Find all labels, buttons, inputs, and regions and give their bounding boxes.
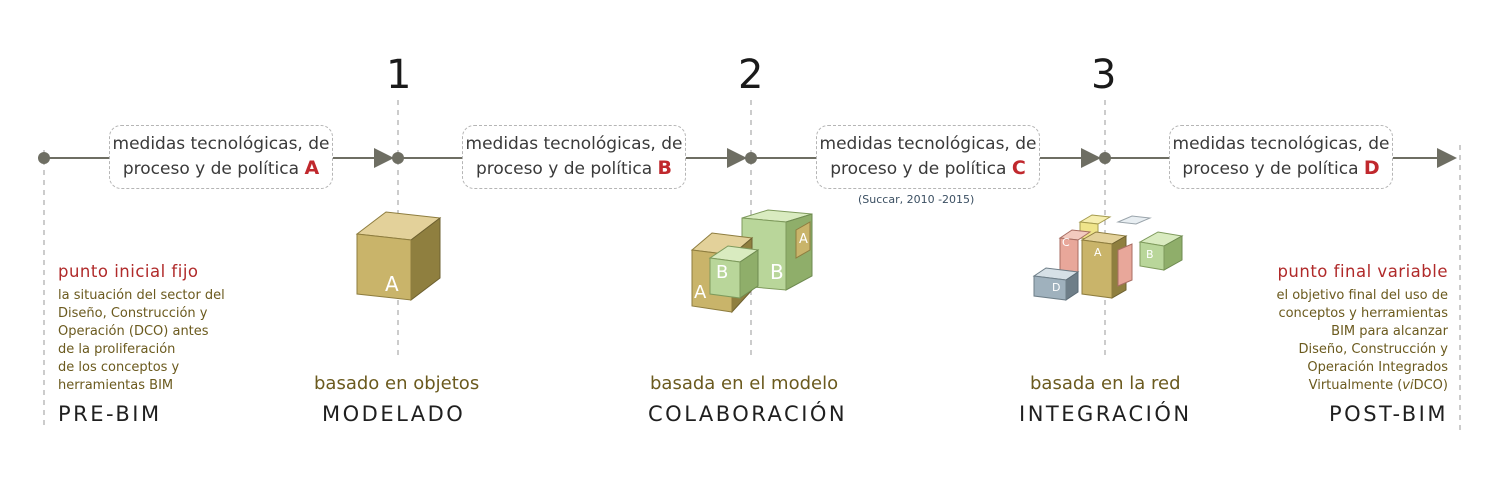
stage-number-1: 1 — [386, 52, 412, 98]
post-bim-line: Diseño, Construcción y — [1298, 342, 1449, 357]
measures-line1: medidas tecnológicas, de — [1172, 134, 1390, 154]
measures-line2: proceso y de política D — [1182, 157, 1380, 179]
stage-3-title: INTEGRACIÓN — [1019, 402, 1192, 426]
stage-number-2: 2 — [738, 52, 764, 98]
measures-box-d: medidas tecnológicas, de proceso y de po… — [1169, 125, 1393, 189]
cube-label: D — [1052, 281, 1061, 294]
stage-1-title: MODELADO — [322, 402, 466, 426]
measures-line2: proceso y de política B — [475, 157, 673, 179]
measures-letter: C — [1011, 157, 1026, 179]
cube-label: C — [1062, 236, 1070, 249]
post-bim-title: POST-BIM — [1329, 402, 1448, 426]
measures-box-b: medidas tecnológicas, de proceso y de po… — [462, 125, 686, 189]
cube-label: B — [770, 260, 784, 284]
timeline-node-1 — [392, 152, 404, 164]
post-bim-line: Virtualmente (viDCO) — [1308, 378, 1448, 393]
stage-1-subtitle: basado en objetos — [314, 373, 480, 394]
measures-line1: medidas tecnológicas, de — [819, 134, 1037, 154]
measures-line2: proceso y de política C — [830, 157, 1026, 179]
pre-bim-line: Diseño, Construcción y — [58, 306, 208, 321]
timeline-node-3 — [1099, 152, 1111, 164]
post-bim-line: el objetivo final del uso de — [1276, 288, 1448, 303]
measures-line1: medidas tecnológicas, de — [465, 134, 683, 154]
citation: (Succar, 2010 -2015) — [858, 193, 975, 206]
cube-label: A — [694, 282, 707, 303]
stage-3-subtitle: basada en la red — [1030, 373, 1181, 394]
timeline-node-start — [38, 152, 50, 164]
cube-label: A — [799, 232, 808, 247]
post-bim-line: BIM para alcanzar — [1331, 324, 1448, 339]
measures-line2: proceso y de política A — [122, 157, 320, 179]
pre-bim-line: Operación (DCO) antes — [58, 324, 209, 339]
pre-bim-line: herramientas BIM — [58, 378, 174, 393]
measures-letter: A — [304, 157, 320, 179]
pre-bim-line: de los conceptos y — [58, 360, 180, 375]
timeline-node-2 — [745, 152, 757, 164]
measures-box-c: medidas tecnológicas, de proceso y de po… — [816, 125, 1040, 189]
pre-bim-description: la situación del sector del Diseño, Cons… — [58, 287, 225, 395]
pre-bim-line: la situación del sector del — [58, 288, 225, 303]
pre-bim-line: de la proliferación — [58, 342, 176, 357]
cube-label: A — [385, 272, 399, 296]
cube-icon-stage-3 — [1032, 214, 1184, 301]
pre-bim-title: PRE-BIM — [58, 402, 162, 426]
post-bim-description: el objetivo final del uso de conceptos y… — [1276, 287, 1448, 395]
cube-icon-stage-2 — [690, 209, 813, 314]
stage-2-title: COLABORACIÓN — [648, 402, 848, 426]
measures-box-a: medidas tecnológicas, de proceso y de po… — [109, 125, 333, 189]
post-bim-line: conceptos y herramientas — [1278, 306, 1448, 321]
post-bim-line: Operación Integrados — [1307, 360, 1448, 375]
stage-2-subtitle: basada en el modelo — [650, 373, 839, 394]
measures-line1: medidas tecnológicas, de — [112, 134, 330, 154]
cube-label: B — [716, 262, 729, 283]
cube-label: A — [1094, 246, 1102, 259]
stage-number-3: 3 — [1091, 52, 1117, 98]
measures-letter: B — [657, 157, 673, 179]
measures-letter: D — [1363, 157, 1380, 179]
pre-bim-heading: punto inicial fijo — [58, 262, 199, 281]
cube-icon-stage-1 — [355, 211, 442, 302]
post-bim-heading: punto final variable — [1277, 262, 1448, 281]
cube-label: B — [1146, 248, 1154, 261]
